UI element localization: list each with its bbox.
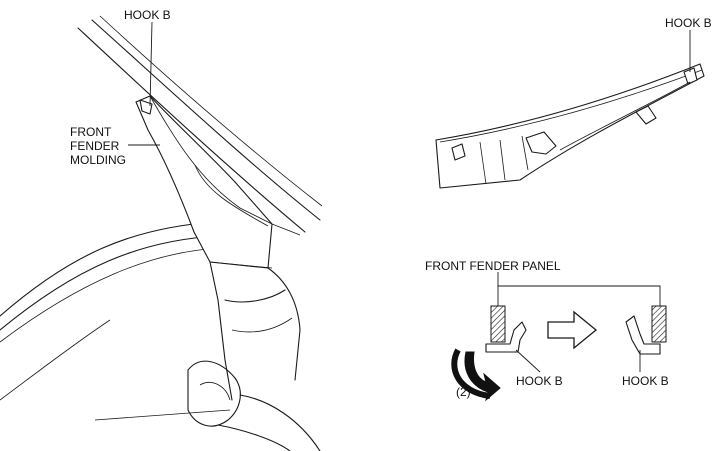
molding-clip-3 (635, 105, 657, 125)
fender-curve-inner (0, 235, 219, 331)
molding-detail-illustration (435, 30, 705, 189)
molding-detail-top-edge (439, 69, 703, 143)
hook-b-clip-left (139, 99, 153, 115)
ground-line (94, 409, 231, 421)
front-fender-molding (135, 95, 273, 269)
hook-b-leader-bottom-left (515, 349, 541, 373)
panel-bracket (497, 272, 661, 306)
hook-b-label-bottom-right: HOOK B (622, 374, 669, 388)
direction-arrow (547, 310, 598, 350)
hook-b-label-bottom-left: HOOK B (516, 374, 563, 388)
molding-detail-rib-1 (479, 141, 487, 185)
hand-shape (187, 360, 241, 427)
hook-b-label-left: HOOK B (124, 8, 171, 22)
body-lower-3 (224, 289, 286, 303)
front-fender-molding-label-2: FENDER (70, 139, 120, 153)
front-fender-panel-label: FRONT FENDER PANEL (425, 259, 561, 273)
left-molding-illustration (0, 15, 323, 451)
molding-bottom-edge (209, 261, 273, 269)
hatched-panel-right (651, 305, 667, 343)
pillar-edge-inner (91, 19, 321, 221)
front-fender-molding-label-3: MOLDING (70, 153, 126, 167)
pillar-edge-inner-2 (99, 15, 323, 207)
molding-right-edge (271, 223, 301, 236)
pillar-edge-outer (77, 27, 306, 233)
molding-crease-2 (194, 164, 269, 227)
molding-detail-rib-2 (499, 139, 506, 181)
step-number-label: (2) (456, 385, 471, 399)
fender-curve-outer (0, 221, 216, 317)
molding-detail-inner (559, 81, 691, 151)
molding-detail-rib-3 (521, 135, 529, 171)
section-diagram (451, 272, 667, 402)
molding-clip-2 (525, 131, 557, 155)
arm-shape-2 (217, 424, 291, 451)
body-lower-2 (267, 267, 301, 381)
ground-line-2 (0, 319, 111, 401)
body-lower-4 (231, 317, 293, 333)
hook-b-left-state (485, 321, 527, 353)
hook-b-label-top-right: HOOK B (665, 16, 712, 30)
removal-arrow (464, 351, 501, 402)
fender-curve-3 (0, 247, 221, 343)
hook-b-clip-detail (683, 67, 698, 85)
hatched-panel-left (490, 305, 506, 343)
hook-b-right-state (625, 315, 661, 355)
front-fender-molding-label-1: FRONT (70, 125, 112, 139)
molding-detail-body (435, 63, 705, 189)
arm-shape (239, 394, 321, 451)
hook-b-leader-left (149, 21, 153, 107)
body-lower-1 (209, 261, 233, 401)
hand-detail (199, 382, 231, 401)
molding-clip-1 (451, 143, 466, 161)
removal-arrow-body (451, 348, 491, 399)
molding-crease-1 (149, 95, 273, 225)
